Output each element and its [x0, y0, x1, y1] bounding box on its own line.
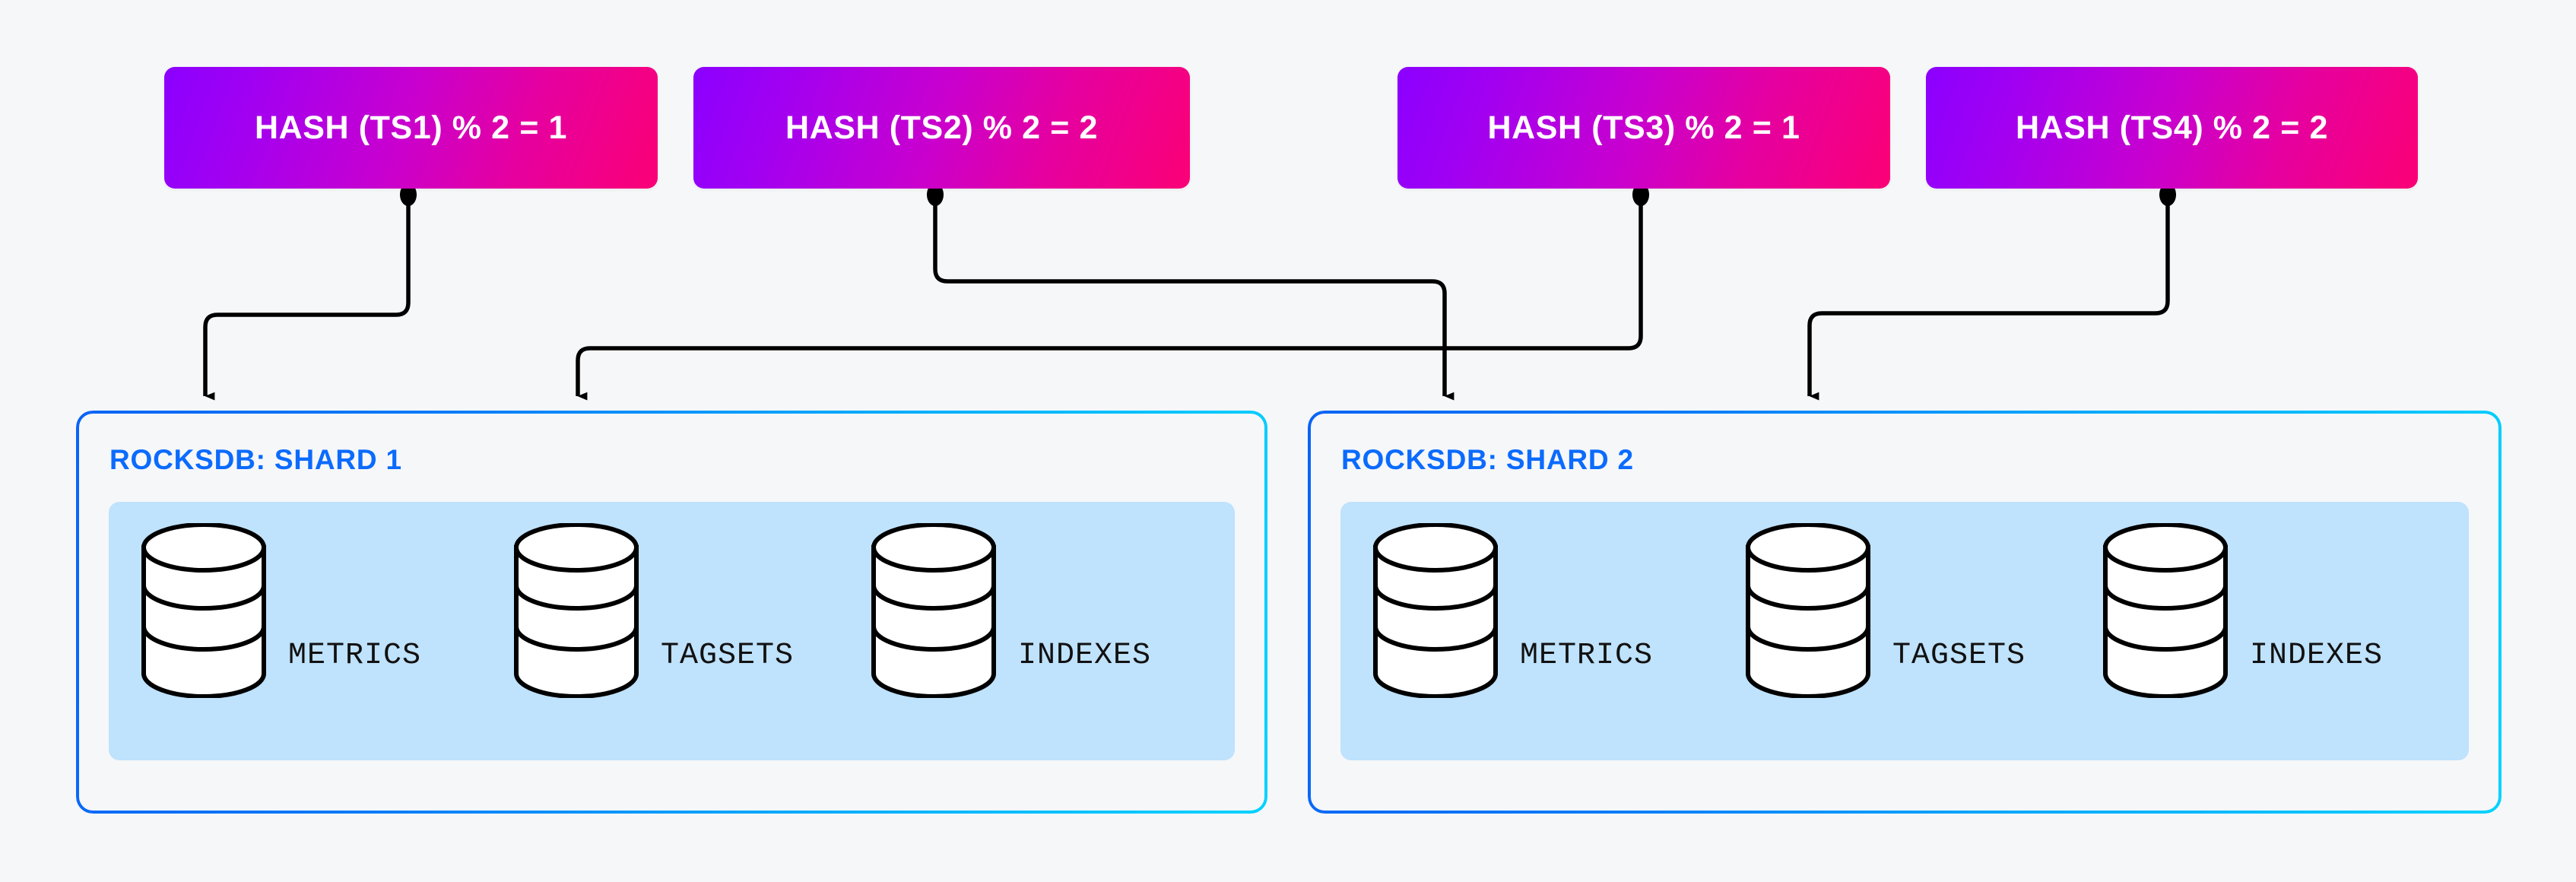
shard-title: ROCKSDB: SHARD 2: [1341, 444, 1634, 475]
store-label: TAGSETS: [661, 639, 795, 673]
hash-box-ts2[interactable]: HASH (TS2) % 2 = 2: [693, 67, 1190, 189]
shard-container-1[interactable]: ROCKSDB: SHARD 1 METRICS TAGSETS: [76, 411, 1267, 814]
store-panel: METRICS TAGSETS INDEXES: [109, 502, 1235, 760]
hash-box-label: HASH (TS3) % 2 = 1: [1487, 109, 1800, 146]
database-cylinder-icon: [1746, 523, 1870, 698]
database-cylinder-icon: [871, 523, 996, 698]
connector-ts1-to-shard1: [203, 183, 417, 401]
connector-ts4-to-shard1: [1807, 183, 2176, 401]
database-cylinder-icon: [2103, 523, 2228, 698]
database-cylinder-icon: [141, 523, 266, 698]
store-label: INDEXES: [1018, 639, 1152, 673]
connector-path: [933, 199, 1455, 401]
connector-ts2-to-shard2: [927, 183, 1455, 401]
shard-title: ROCKSDB: SHARD 1: [109, 444, 402, 475]
connector-path: [576, 199, 1643, 401]
hash-box-label: HASH (TS1) % 2 = 1: [254, 109, 568, 146]
store-panel: METRICS TAGSETS INDEXES: [1340, 502, 2469, 760]
store-label: METRICS: [1520, 639, 1654, 673]
connector-path: [1807, 199, 2170, 401]
hash-box-label: HASH (TS4) % 2 = 2: [2015, 109, 2329, 146]
shard-container-2[interactable]: ROCKSDB: SHARD 2 METRICS TAGSETS: [1308, 411, 2501, 814]
connector-ts3-to-shard1: [576, 183, 1649, 401]
connector-path: [203, 199, 411, 401]
store-label: INDEXES: [2250, 639, 2384, 673]
store-label: METRICS: [288, 639, 422, 673]
hash-box-label: HASH (TS2) % 2 = 2: [785, 109, 1099, 146]
hash-box-ts1[interactable]: HASH (TS1) % 2 = 1: [164, 67, 658, 189]
database-cylinder-icon: [514, 523, 639, 698]
hash-box-ts3[interactable]: HASH (TS3) % 2 = 1: [1397, 67, 1890, 189]
hash-box-ts4[interactable]: HASH (TS4) % 2 = 2: [1926, 67, 2418, 189]
store-label: TAGSETS: [1892, 639, 2026, 673]
database-cylinder-icon: [1373, 523, 1498, 698]
